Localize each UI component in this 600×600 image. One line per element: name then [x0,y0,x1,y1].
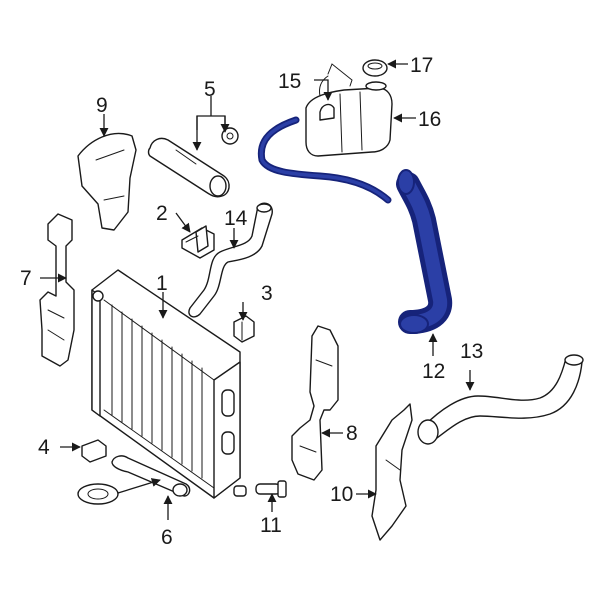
callout-8: 8 [346,422,358,445]
callout-15: 15 [278,70,301,93]
callout-3: 3 [261,282,273,305]
highlighted-coolant-hose [257,116,453,334]
overflow-hose [188,202,273,318]
callout-14: 14 [224,207,248,230]
callout-labels: 1 2 3 4 5 6 7 8 9 10 11 12 13 14 15 16 1… [20,54,483,549]
vent-tube [319,63,353,97]
callout-1: 1 [156,272,168,295]
callout-17: 17 [410,54,433,77]
left-side-bracket [39,213,75,367]
callout-16: 16 [418,108,441,131]
leader-lines [40,59,475,520]
callout-10: 10 [330,483,353,506]
callout-5: 5 [204,78,216,101]
right-side-bracket [291,325,339,481]
callout-11: 11 [260,514,282,537]
air-duct [77,132,137,231]
callout-2: 2 [156,202,168,225]
drain-fitting [255,480,287,498]
callout-7: 7 [20,267,32,290]
callout-9: 9 [96,94,108,117]
air-deflector [371,403,413,541]
sensor-clip [233,315,255,343]
expansion-tank [305,81,393,157]
callout-4: 4 [38,436,50,459]
callout-13: 13 [460,340,483,363]
tank-cap [362,59,388,77]
lower-pipe [77,455,191,505]
small-bracket [81,439,107,463]
lower-radiator-hose [417,354,584,445]
callout-6: 6 [161,526,173,549]
radiator [91,269,247,499]
mount-bracket [181,225,215,259]
upper-hose-and-clamp [147,127,239,198]
callout-12: 12 [422,360,445,383]
